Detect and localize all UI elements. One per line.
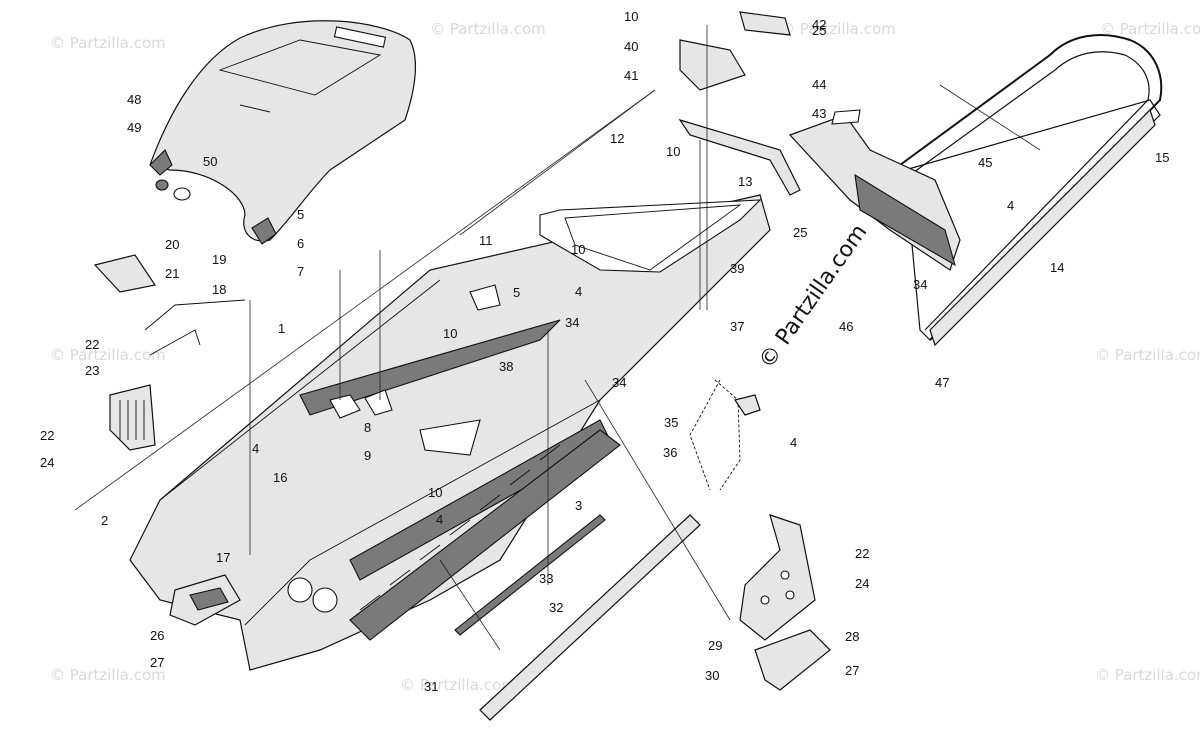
watermark: © Partzilla.com (1095, 346, 1200, 364)
callout-label: 39 (730, 261, 744, 276)
callout-label: 38 (499, 359, 513, 374)
callout-label: 22 (855, 546, 869, 561)
callout-label: 32 (549, 600, 563, 615)
callout-label: 8 (364, 420, 371, 435)
callout-label: 42 (812, 17, 826, 32)
watermark: © Partzilla.com (1095, 666, 1200, 684)
callout-label: 17 (216, 550, 230, 565)
callout-label: 27 (845, 663, 859, 678)
right-footrest (739, 514, 831, 691)
left-side-parts (93, 254, 246, 451)
callout-label: 14 (1050, 260, 1064, 275)
callout-label: 10 (443, 326, 457, 341)
callout-label: 30 (705, 668, 719, 683)
callout-label: 33 (539, 571, 553, 586)
callout-label: 3 (575, 498, 582, 513)
running-board (349, 429, 621, 641)
seat (149, 20, 417, 245)
rods (454, 514, 701, 721)
left-footrest (169, 574, 241, 626)
callout-label: 49 (127, 120, 141, 135)
callout-label: 45 (978, 155, 992, 170)
callout-label: 48 (127, 92, 141, 107)
callout-label: 4 (252, 441, 259, 456)
callout-label: 2 (101, 513, 108, 528)
callout-label: 20 (165, 237, 179, 252)
callout-label: 40 (624, 39, 638, 54)
rear-bumper (899, 34, 1163, 347)
callout-label: 12 (610, 131, 624, 146)
callout-label: 5 (297, 207, 304, 222)
leader-lines (74, 25, 1041, 651)
callout-label: 16 (273, 470, 287, 485)
watermark: © Partzilla.com (50, 666, 166, 684)
callout-label: 47 (935, 375, 949, 390)
callout-label: 50 (203, 154, 217, 169)
callout-label: 6 (297, 236, 304, 251)
callout-label: 18 (212, 282, 226, 297)
watermark: © Partzilla.com (1100, 20, 1200, 38)
callout-label: 13 (738, 174, 752, 189)
callout-label: 10 (666, 144, 680, 159)
callout-label: 46 (839, 319, 853, 334)
watermark: © Partzilla.com (50, 34, 166, 52)
callout-label: 35 (664, 415, 678, 430)
callout-label: 1 (278, 321, 285, 336)
callout-label: 23 (85, 363, 99, 378)
callouts: 1 2 3 4 4 4 4 4 5 5 6 7 8 9 10 10 10 10 … (40, 9, 1169, 694)
watermark-main: © Partzilla.com (754, 220, 872, 373)
callout-label: 7 (297, 264, 304, 279)
callout-label: 5 (513, 285, 520, 300)
callout-label: 43 (812, 106, 826, 121)
callout-label: 29 (708, 638, 722, 653)
callout-label: 4 (575, 284, 582, 299)
callout-label: 26 (150, 628, 164, 643)
tunnel (129, 194, 771, 671)
callout-label: 28 (845, 629, 859, 644)
callout-label: 10 (624, 9, 638, 24)
callout-label: 34 (913, 277, 927, 292)
callout-label: 24 (855, 576, 869, 591)
watermark: © Partzilla.com (400, 676, 516, 694)
upper-brackets (678, 11, 801, 196)
strap (689, 379, 761, 491)
watermark: © Partzilla.com (430, 20, 546, 38)
callout-label: 44 (812, 77, 826, 92)
callout-label: 4 (790, 435, 797, 450)
callout-label: 25 (812, 23, 826, 38)
callout-label: 31 (424, 679, 438, 694)
callout-label: 10 (428, 485, 442, 500)
callout-label: 4 (1007, 198, 1014, 213)
watermark: © Partzilla.com (50, 346, 166, 364)
callout-label: 9 (364, 448, 371, 463)
callout-label: 27 (150, 655, 164, 670)
callout-label: 15 (1155, 150, 1169, 165)
watermark: © Partzilla.com (780, 20, 896, 38)
callout-label: 34 (612, 375, 626, 390)
callout-label: 34 (565, 315, 579, 330)
callout-label: 22 (40, 428, 54, 443)
callout-label: 25 (793, 225, 807, 240)
callout-label: 4 (436, 512, 443, 527)
callout-label: 24 (40, 455, 54, 470)
callout-label: 41 (624, 68, 638, 83)
callout-label: 10 (571, 242, 585, 257)
callout-label: 36 (663, 445, 677, 460)
callout-label: 22 (85, 337, 99, 352)
callout-label: 11 (479, 233, 493, 248)
callout-label: 21 (165, 266, 179, 281)
callout-label: 37 (730, 319, 744, 334)
snow-flap (788, 109, 961, 271)
callout-label: 19 (212, 252, 226, 267)
